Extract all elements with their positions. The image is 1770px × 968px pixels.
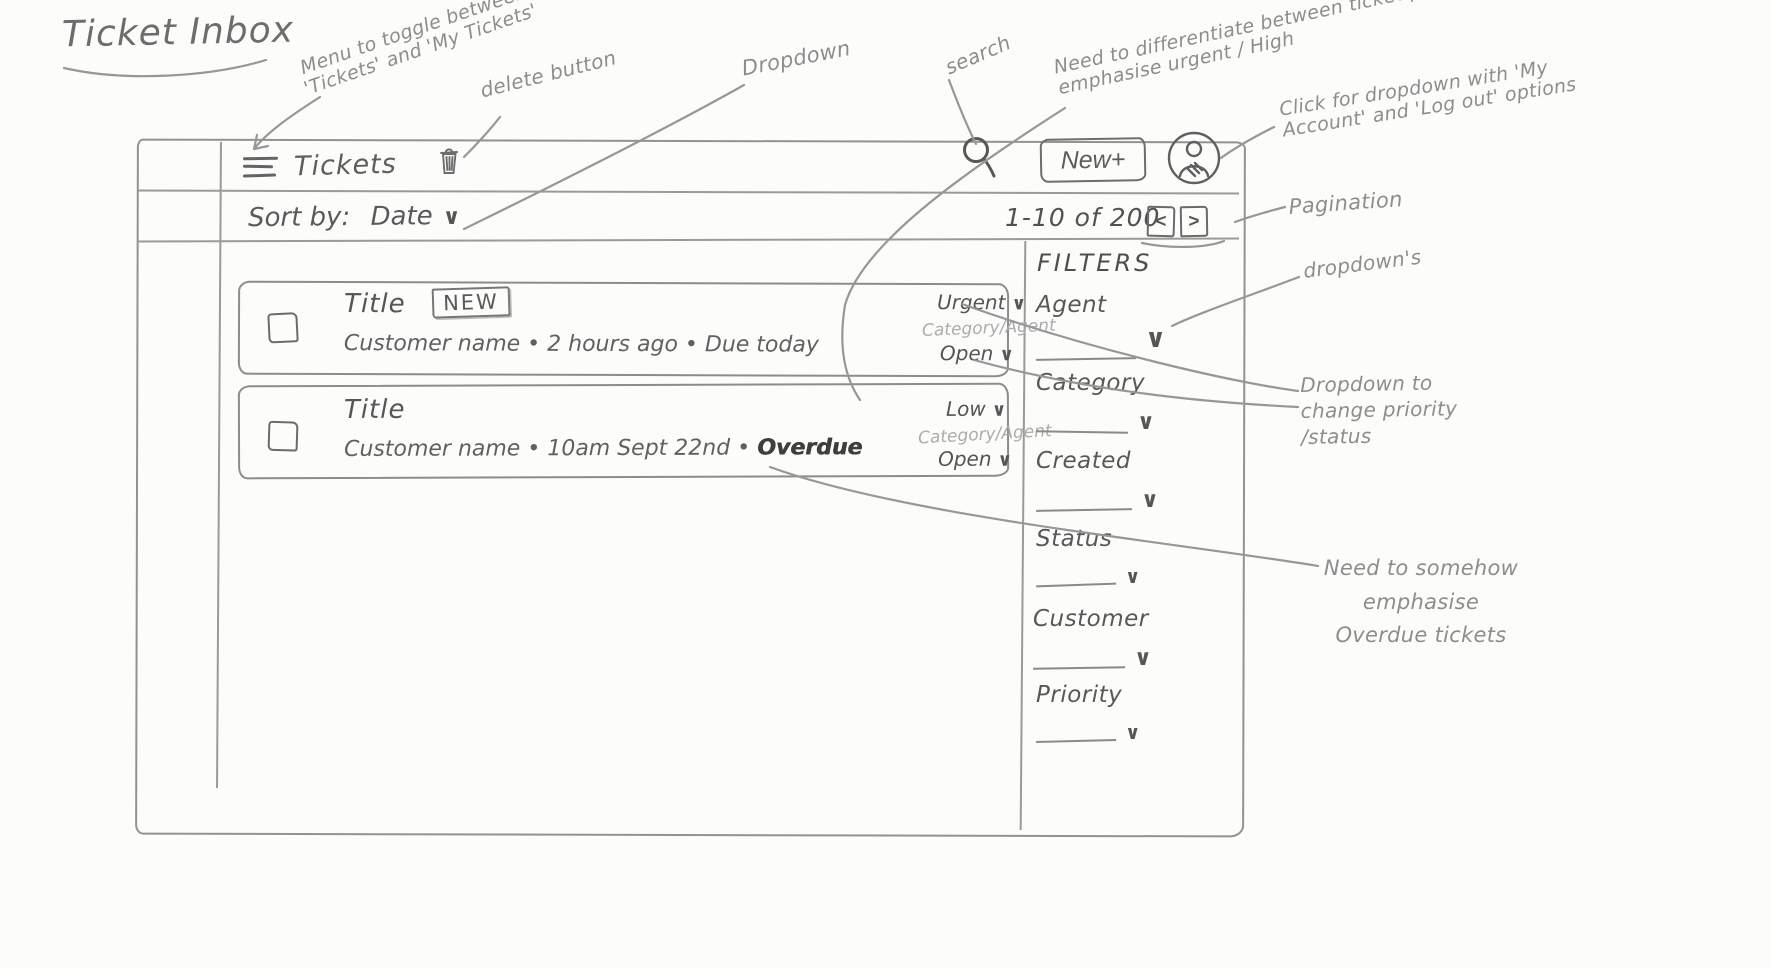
meta-separator: • — [684, 332, 698, 358]
filters-heading: FILTERS — [1037, 249, 1153, 277]
ticket-row[interactable]: Title NEW Customer name•2 hours ago•Due … — [237, 280, 1056, 378]
filter-dropdown-customer[interactable]: ∨ — [1032, 644, 1183, 671]
ticket-row[interactable]: Title Customer name•10am Sept 22nd•Overd… — [237, 382, 1052, 480]
filter-value-line — [1035, 347, 1137, 361]
ticket-time: 10am Sept 22nd — [547, 435, 731, 462]
search-icon[interactable] — [960, 135, 1000, 181]
chevron-down-icon: ∨ — [1125, 566, 1141, 588]
status-value: Open — [939, 341, 994, 366]
new-badge: NEW — [431, 286, 511, 319]
meta-separator: • — [737, 435, 751, 461]
chevron-down-icon: ∨ — [999, 344, 1014, 366]
annotation-account-menu: Click for dropdown with 'My Account' and… — [1277, 56, 1578, 142]
filter-value-line — [1035, 572, 1117, 588]
chevron-down-icon: ∨ — [1134, 646, 1152, 671]
status-dropdown[interactable]: Open∨ — [940, 341, 1014, 365]
filter-label-customer: Customer — [1033, 606, 1149, 632]
annotation-filter-dropdowns: dropdown's — [1301, 244, 1423, 283]
sort-value: Date — [370, 201, 433, 232]
chevron-down-icon: ∨ — [1125, 722, 1141, 744]
filter-label-priority: Priority — [1036, 682, 1123, 708]
filter-dropdown-priority[interactable]: ∨ — [1035, 720, 1186, 744]
title-underline — [62, 58, 268, 78]
ticket-title: Title — [343, 394, 406, 425]
meta-separator: • — [527, 331, 541, 357]
filter-dropdown-agent[interactable]: ∨ — [1035, 324, 1186, 361]
menu-icon[interactable] — [242, 156, 279, 183]
annotation-search: search — [941, 30, 1015, 80]
ticket-customer: Customer name — [343, 331, 521, 357]
chevron-down-icon: ∨ — [991, 399, 1007, 421]
filter-dropdown-category[interactable]: ∨ — [1035, 408, 1186, 435]
chevron-down-icon: ∨ — [1011, 293, 1027, 315]
filter-value-line — [1035, 498, 1133, 512]
chevron-down-icon: ∨ — [997, 449, 1013, 471]
chevron-down-icon: ∨ — [1141, 488, 1159, 513]
delete-icon[interactable] — [437, 146, 461, 176]
chevron-down-icon: ∨ — [1137, 410, 1155, 435]
ticket-meta: Customer name•2 hours ago•Due today — [344, 331, 819, 358]
pagination-range: 1-10 of 200 — [1005, 203, 1161, 232]
filter-dropdown-created[interactable]: ∨ — [1035, 486, 1186, 513]
pagination-next-button[interactable]: > — [1179, 205, 1209, 238]
ticket-title: Title — [344, 289, 406, 320]
chevron-down-icon: ∨ — [442, 204, 461, 231]
annotation-sort-dropdown: Dropdown — [739, 36, 853, 81]
annotation-overdue-note: Need to somehow emphasise Overdue ticket… — [1323, 556, 1519, 648]
sort-dropdown[interactable]: Date ∨ — [358, 201, 460, 232]
avatar-icon[interactable] — [1166, 130, 1222, 186]
filter-dropdown-status[interactable]: ∨ — [1035, 564, 1186, 588]
annotation-delete-button: delete button — [477, 45, 619, 103]
filter-label-status: Status — [1036, 526, 1113, 552]
status-dropdown[interactable]: Open∨ — [938, 447, 1012, 471]
ticket-due-overdue: Overdue — [757, 435, 863, 461]
ticket-checkbox[interactable] — [267, 312, 299, 344]
priority-value: Low — [945, 396, 986, 421]
priority-dropdown[interactable]: Low∨ — [946, 397, 1006, 421]
ticket-customer: Customer name — [344, 436, 521, 462]
filter-value-line — [1032, 656, 1126, 670]
ticket-due: Due today — [704, 332, 819, 358]
sort-bar: Sort by: Date ∨ — [248, 201, 461, 233]
priority-value: Urgent — [937, 290, 1006, 315]
new-ticket-button[interactable]: New+ — [1039, 137, 1147, 183]
chevron-down-icon: ∨ — [1145, 324, 1167, 354]
status-value: Open — [938, 446, 992, 471]
page-title: Ticket Inbox — [61, 9, 295, 56]
filter-value-line — [1035, 728, 1117, 744]
nav-view-label: Tickets — [293, 148, 398, 183]
pagination-prev-button[interactable]: < — [1146, 205, 1176, 238]
filter-label-category: Category — [1036, 370, 1146, 396]
ticket-time: 2 hours ago — [547, 331, 678, 358]
annotation-change-priority: Dropdown to change priority /status — [1300, 370, 1458, 449]
filter-label-created: Created — [1036, 448, 1132, 474]
annotation-pagination: Pagination — [1287, 187, 1404, 219]
priority-dropdown[interactable]: Urgent∨ — [937, 290, 1026, 314]
meta-separator: • — [527, 436, 541, 462]
filter-label-agent: Agent — [1036, 292, 1107, 318]
filter-value-line — [1035, 420, 1129, 434]
ticket-checkbox[interactable] — [267, 420, 299, 452]
sort-label: Sort by: — [247, 202, 351, 234]
ticket-meta: Customer name•10am Sept 22nd•Overdue — [344, 435, 862, 462]
